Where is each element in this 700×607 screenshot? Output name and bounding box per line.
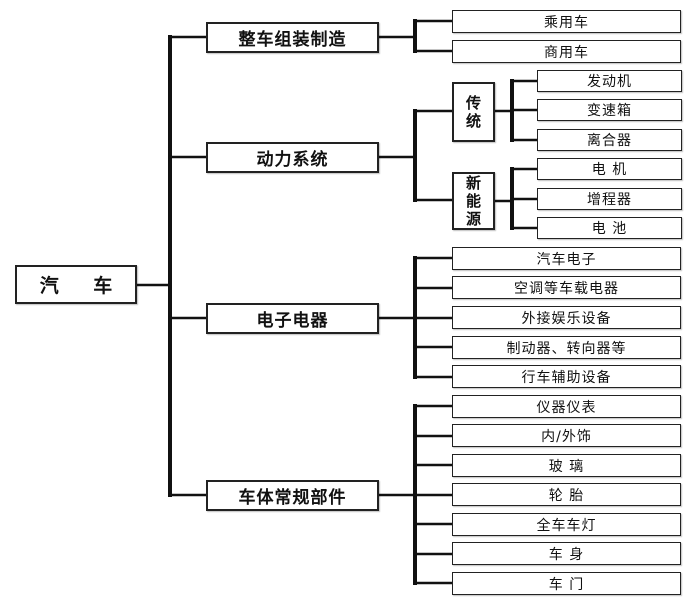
leaf-gearbox: 变速箱 — [537, 99, 682, 121]
leaf-commercial-vehicle: 商用车 — [452, 40, 681, 63]
leaf-motor: 电 机 — [537, 158, 682, 180]
group-label: 传统 — [465, 94, 481, 130]
leaf-label: 商用车 — [544, 44, 589, 61]
leaf-label: 内/外饰 — [541, 428, 592, 445]
leaf-label: 仪器仪表 — [536, 399, 597, 416]
leaf-label: 空调等车载电器 — [514, 280, 619, 297]
leaf-body: 车 身 — [452, 542, 681, 565]
leaf-label: 制动器、转向器等 — [506, 340, 627, 357]
leaf-label: 乘用车 — [544, 14, 589, 31]
leaf-label: 电 池 — [591, 221, 628, 237]
leaf-label: 发动机 — [587, 74, 632, 90]
leaf-glass: 玻 璃 — [452, 454, 681, 477]
leaf-label: 电 机 — [591, 162, 628, 178]
leaf-brakes-steering: 制动器、转向器等 — [452, 336, 681, 359]
group-traditional: 传统 — [452, 82, 495, 142]
branch-electronics: 电子电器 — [206, 303, 379, 334]
root-node-automobile: 汽 车 — [15, 265, 137, 304]
leaf-range-extender: 增程器 — [537, 188, 682, 210]
leaf-label: 全车车灯 — [536, 517, 597, 534]
leaf-passenger-car: 乘用车 — [452, 10, 681, 33]
leaf-label: 车 门 — [548, 576, 585, 593]
leaf-auto-electronics: 汽车电子 — [452, 247, 681, 270]
branch-label: 电子电器 — [256, 311, 329, 331]
leaf-onboard-appliances: 空调等车载电器 — [452, 276, 681, 299]
leaf-engine: 发动机 — [537, 70, 682, 92]
leaf-label: 变速箱 — [587, 103, 632, 119]
branch-vehicle-assembly: 整车组装制造 — [206, 22, 379, 53]
branch-label: 动力系统 — [256, 150, 329, 170]
leaf-lights: 全车车灯 — [452, 513, 681, 536]
leaf-clutch: 离合器 — [537, 129, 682, 151]
leaf-label: 外接娱乐设备 — [521, 310, 612, 327]
leaf-label: 车 身 — [548, 546, 585, 563]
branch-label: 车体常规部件 — [238, 488, 347, 508]
leaf-entertainment: 外接娱乐设备 — [452, 306, 681, 329]
leaf-tires: 轮 胎 — [452, 483, 681, 506]
root-label: 汽 车 — [39, 275, 127, 297]
leaf-instruments: 仪器仪表 — [452, 395, 681, 418]
leaf-doors: 车 门 — [452, 572, 681, 595]
leaf-driving-assist: 行车辅助设备 — [452, 365, 681, 388]
leaf-label: 轮 胎 — [548, 487, 585, 504]
leaf-label: 行车辅助设备 — [521, 369, 612, 386]
branch-powertrain: 动力系统 — [206, 142, 379, 173]
group-label: 新能源 — [465, 174, 481, 228]
branch-body-parts: 车体常规部件 — [206, 480, 379, 511]
leaf-battery: 电 池 — [537, 217, 682, 239]
leaf-label: 玻 璃 — [548, 458, 585, 475]
branch-label: 整车组装制造 — [238, 30, 347, 50]
leaf-label: 增程器 — [587, 192, 632, 208]
leaf-label: 汽车电子 — [536, 251, 597, 268]
leaf-trim: 内/外饰 — [452, 424, 681, 447]
leaf-label: 离合器 — [587, 133, 632, 149]
group-new-energy: 新能源 — [452, 172, 495, 230]
